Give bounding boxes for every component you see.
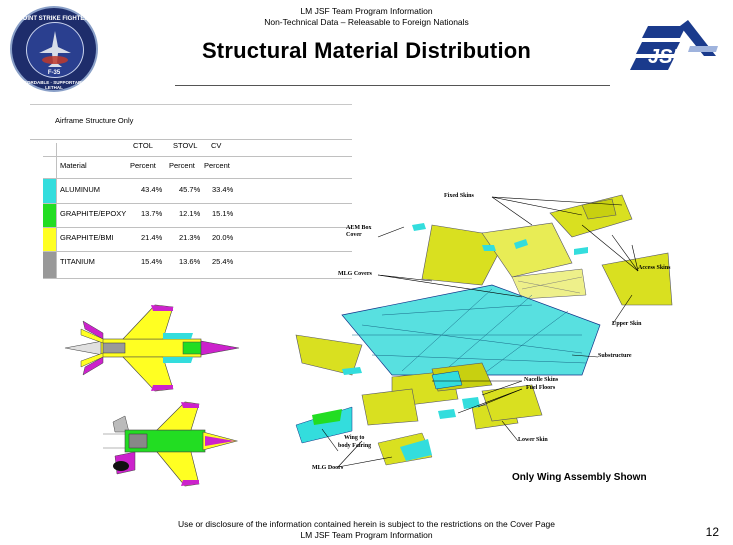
table-rule (43, 278, 352, 279)
table-rule (30, 139, 352, 140)
aircraft-planform-top-view (63, 303, 241, 393)
units-header-ctol: Percent (130, 161, 156, 170)
header-line-1: LM JSF Team Program Information (300, 6, 433, 16)
jsf-logo-graphic (628, 16, 720, 80)
graphite-bmi-swatch (43, 228, 56, 251)
label-upper-skin: Upper Skin (612, 321, 642, 327)
table-rule (43, 178, 352, 179)
label-fixed-skins: Fixed Skins (444, 193, 474, 199)
label-wing-to: Wing to (344, 435, 365, 441)
seal-ring-top-text: JOINT STRIKE FIGHTER (19, 16, 89, 22)
table-rule (43, 251, 352, 252)
label-body-fairing: body Fairing (338, 443, 372, 449)
footer-line-2: LM JSF Team Program Information (300, 530, 433, 540)
wing-assembly-diagram (295, 194, 673, 468)
label-nacelle-skins: Nacelle Skins (524, 377, 559, 383)
footer-line-1: Use or disclosure of the information con… (177, 519, 556, 529)
table-top-border (30, 104, 352, 105)
column-header-ctol: CTOL (133, 141, 153, 150)
table-cell: 45.7% (179, 185, 201, 194)
table-rule (43, 156, 352, 157)
table-cell: 21.4% (141, 233, 163, 242)
units-header-stovl: Percent (169, 161, 195, 170)
seal-center-text: F-35 (47, 70, 61, 76)
table-cell: 20.0% (212, 233, 234, 242)
column-header-stovl: STOVL (173, 141, 198, 150)
table-rule (43, 203, 352, 204)
logo-text: JSF (648, 46, 685, 68)
label-aem-cover: Cover (346, 232, 362, 238)
page-title: Structural Material Distribution (201, 38, 532, 63)
table-cell: 33.4% (212, 185, 234, 194)
table-row-material: TITANIUM (60, 257, 95, 266)
table-cell: 43.4% (141, 185, 163, 194)
table-cell: 13.6% (179, 257, 201, 266)
page-number: 12 (705, 525, 719, 539)
table-cell: 25.4% (212, 257, 234, 266)
seal-ring-bottom-text: AFFORDABLE · SUPPORTABLE · LETHAL (18, 80, 90, 90)
units-header-cv: Percent (204, 161, 230, 170)
aluminum-swatch (43, 179, 56, 203)
seal-center (26, 22, 84, 78)
table-cell: 15.4% (141, 257, 163, 266)
label-lower-skin: Lower Skin (518, 437, 548, 443)
table-row-material: ALUMINUM (60, 185, 101, 194)
table-cell: 12.1% (179, 209, 201, 218)
label-substructure: Substructure (598, 353, 632, 359)
label-mlg-covers: MLG Covers (338, 271, 372, 277)
column-header-cv: CV (211, 141, 222, 150)
titanium-swatch (43, 252, 56, 278)
label-fuel-floors: Fuel Floors (526, 385, 556, 391)
table-cell: 15.1% (212, 209, 234, 218)
label-access-skins: Access Skins (638, 265, 671, 271)
table-cell: 13.7% (141, 209, 163, 218)
header-line-2: Non-Technical Data – Releasable to Forei… (264, 17, 469, 27)
jsf-program-seal: JOINT STRIKE FIGHTER F-35 AFFORDABLE · S… (10, 6, 98, 92)
table-caption: Airframe Structure Only (55, 116, 134, 125)
title-rule (175, 85, 610, 86)
label-mlg-doors: MLG Doors (312, 465, 344, 471)
table-row-material: GRAPHITE/BMI (60, 233, 114, 242)
label-aem-box: AEM Box (346, 225, 372, 231)
table-cell: 21.3% (179, 233, 201, 242)
table-row-material: GRAPHITE/EPOXY (60, 209, 127, 218)
jsf-logo: JSF (628, 16, 720, 80)
aircraft-planform-side-view (95, 400, 240, 490)
table-swatch-divider (56, 143, 57, 279)
wing-assembly-note: Only Wing Assembly Shown (512, 472, 647, 483)
material-column-header: Material (60, 161, 87, 170)
graphite-epoxy-swatch (43, 204, 56, 227)
jet-silhouette-icon (39, 31, 71, 67)
table-rule (43, 227, 352, 228)
wing-assembly-exploded-view: Fixed Skins AEM Box Cover Access Skins M… (282, 185, 688, 485)
